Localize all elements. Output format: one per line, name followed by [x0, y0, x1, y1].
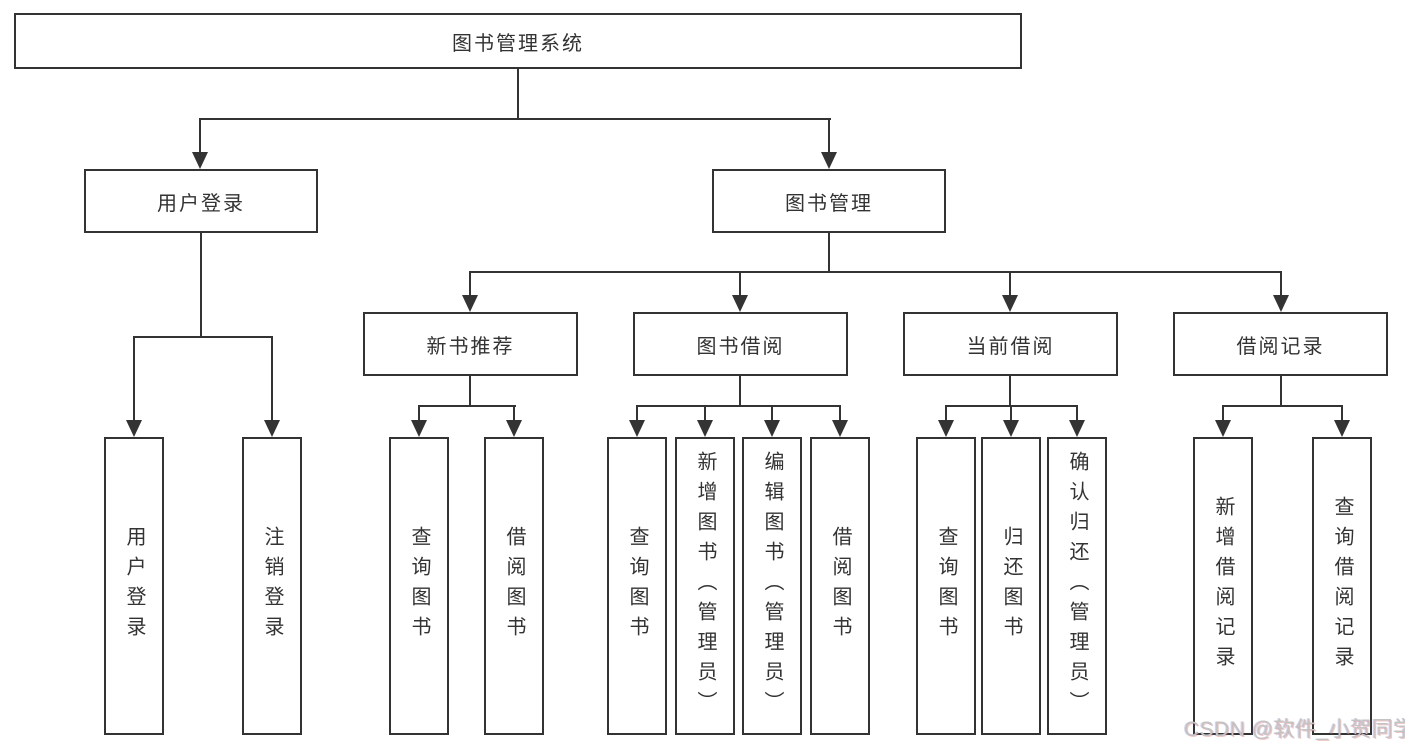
leaf-rec-borrow-books: 借阅图书: [484, 437, 544, 735]
connector-stub-leaf-logout: [271, 336, 273, 421]
connector-stub-cur-confirm: [1076, 405, 1078, 421]
arrowhead-rcd-query: [1334, 420, 1350, 437]
connector-stub-bor-query: [636, 405, 638, 421]
leaf-bor-edit-books-admin-label: 编辑图书（管理员）: [761, 451, 783, 721]
leaf-bor-borrow-books-label: 借阅图书: [829, 526, 851, 646]
connector-stub-new-book: [469, 271, 471, 296]
leaf-cur-return-books: 归还图书: [981, 437, 1041, 735]
leaf-user-login: 用户登录: [104, 437, 164, 735]
connector-user-login-trunk: [200, 233, 202, 338]
connector-root-branch: [199, 118, 831, 120]
node-book-borrow: 图书借阅: [633, 312, 848, 376]
arrowhead-borrow-record: [1273, 295, 1289, 312]
arrowhead-new-book: [462, 295, 478, 312]
leaf-rec-borrow-books-label: 借阅图书: [503, 526, 525, 646]
connector-current-borrow-trunk: [1009, 376, 1011, 407]
leaf-cur-query-books-label: 查询图书: [935, 526, 957, 646]
leaf-cur-return-books-label: 归还图书: [1000, 526, 1022, 646]
arrowhead-cur-confirm: [1069, 420, 1085, 437]
connector-stub-cur-return: [1010, 405, 1012, 421]
leaf-rcd-add-record-label: 新增借阅记录: [1212, 496, 1234, 676]
connector-root-trunk: [517, 69, 519, 119]
node-new-book-rec: 新书推荐: [363, 312, 578, 376]
connector-book-borrow-trunk: [739, 376, 741, 407]
node-new-book-rec-label: 新书推荐: [426, 335, 515, 358]
leaf-rcd-query-record-label: 查询借阅记录: [1331, 496, 1353, 676]
connector-stub-rcd-query: [1341, 405, 1343, 421]
connector-stub-borrow-record: [1280, 271, 1282, 296]
connector-stub-rec-query: [418, 405, 420, 421]
csdn-watermark: CSDN @软件_小贺同学: [1184, 718, 1405, 741]
node-library-system-label: 图书管理系统: [452, 32, 584, 55]
leaf-logout-label: 注销登录: [261, 526, 283, 646]
leaf-rcd-query-record: 查询借阅记录: [1312, 437, 1372, 735]
arrowhead-bor-add: [697, 420, 713, 437]
arrowhead-rcd-add: [1215, 420, 1231, 437]
connector-new-book-branch: [418, 405, 516, 407]
connector-book-mgmt-branch: [469, 271, 1282, 273]
connector-stub-book-borrow: [739, 271, 741, 296]
leaf-rec-query-books-label: 查询图书: [408, 526, 430, 646]
node-borrow-record: 借阅记录: [1173, 312, 1388, 376]
connector-stub-current-borrow: [1009, 271, 1011, 296]
leaf-cur-confirm-return-admin: 确认归还（管理员）: [1047, 437, 1107, 735]
leaf-rcd-add-record: 新增借阅记录: [1193, 437, 1253, 735]
connector-stub-book-mgmt: [828, 118, 830, 152]
node-user-login: 用户登录: [84, 169, 318, 233]
leaf-bor-query-books: 查询图书: [607, 437, 667, 735]
connector-user-login-branch: [133, 336, 273, 338]
arrowhead-leaf-logout: [264, 420, 280, 437]
node-library-system: 图书管理系统: [14, 13, 1022, 69]
connector-borrow-record-trunk: [1280, 376, 1282, 407]
connector-borrow-record-branch: [1222, 405, 1343, 407]
leaf-bor-add-books-admin-label: 新增图书（管理员）: [694, 451, 716, 721]
node-book-mgmt-label: 图书管理: [785, 192, 873, 215]
connector-stub-bor-borrow: [839, 405, 841, 421]
arrowhead-rec-query: [411, 420, 427, 437]
arrowhead-leaf-login: [126, 420, 142, 437]
arrowhead-cur-query: [938, 420, 954, 437]
node-borrow-record-label: 借阅记录: [1236, 335, 1325, 358]
leaf-bor-edit-books-admin: 编辑图书（管理员）: [742, 437, 802, 735]
arrowhead-book-borrow: [732, 295, 748, 312]
leaf-cur-confirm-return-admin-label: 确认归还（管理员）: [1066, 451, 1088, 721]
arrowhead-bor-borrow: [832, 420, 848, 437]
leaf-cur-query-books: 查询图书: [916, 437, 976, 735]
leaf-logout: 注销登录: [242, 437, 302, 735]
connector-stub-rec-borrow: [513, 405, 515, 421]
leaf-bor-borrow-books: 借阅图书: [810, 437, 870, 735]
connector-stub-user-login: [199, 118, 201, 152]
node-current-borrow: 当前借阅: [903, 312, 1118, 376]
connector-stub-leaf-login: [133, 336, 135, 421]
node-current-borrow-label: 当前借阅: [966, 335, 1055, 358]
connector-stub-bor-edit: [771, 405, 773, 421]
connector-book-borrow-branch: [636, 405, 841, 407]
arrowhead-rec-borrow: [506, 420, 522, 437]
connector-book-mgmt-trunk: [828, 233, 830, 273]
node-book-borrow-label: 图书借阅: [696, 335, 785, 358]
node-book-mgmt: 图书管理: [712, 169, 946, 233]
connector-stub-cur-query: [945, 405, 947, 421]
arrowhead-current-borrow: [1002, 295, 1018, 312]
arrowhead-book-mgmt: [821, 152, 837, 169]
leaf-bor-query-books-label: 查询图书: [626, 526, 648, 646]
leaf-bor-add-books-admin: 新增图书（管理员）: [675, 437, 735, 735]
connector-stub-rcd-add: [1222, 405, 1224, 421]
connector-new-book-trunk: [469, 376, 471, 407]
arrowhead-bor-edit: [764, 420, 780, 437]
leaf-rec-query-books: 查询图书: [389, 437, 449, 735]
arrowhead-user-login: [192, 152, 208, 169]
arrowhead-cur-return: [1003, 420, 1019, 437]
arrowhead-bor-query: [629, 420, 645, 437]
node-user-login-label: 用户登录: [157, 192, 245, 215]
leaf-user-login-label: 用户登录: [123, 526, 145, 646]
connector-stub-bor-add: [704, 405, 706, 421]
